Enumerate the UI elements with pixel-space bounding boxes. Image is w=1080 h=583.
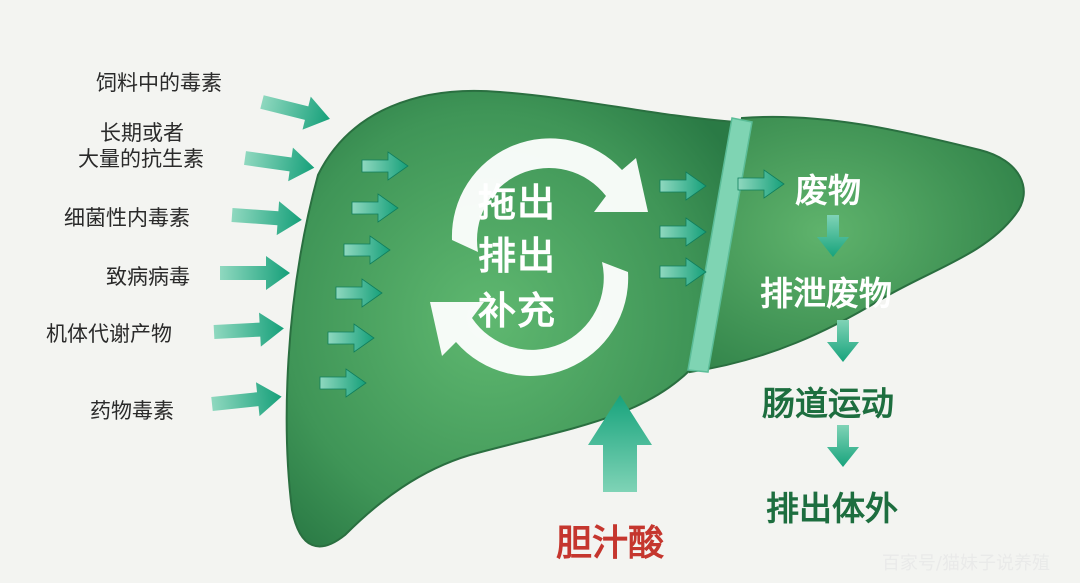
toxin-antibiotics-label-2: 大量的抗生素 xyxy=(78,147,204,171)
waste-label: 废物 xyxy=(795,171,861,210)
toxin-drugs-label: 药物毒素 xyxy=(90,399,174,423)
toxin-endotoxin-label: 细菌性内毒素 xyxy=(64,206,190,230)
input-arrow-1 xyxy=(260,95,330,130)
center-text-drag-out: 拖出 xyxy=(478,181,557,225)
center-text-supplement: 补充 xyxy=(478,289,557,333)
input-arrow-5 xyxy=(213,312,284,347)
excrete-from-body-label: 排出体外 xyxy=(766,489,898,528)
down-arrow xyxy=(827,320,859,362)
toxin-metabolites-label: 机体代谢产物 xyxy=(46,322,172,346)
toxin-virus-label: 致病病毒 xyxy=(106,265,190,289)
watermark: 百家号/猫妹子说养殖 xyxy=(881,553,1050,574)
excrete-waste-label: 排泄废物 xyxy=(760,274,892,313)
bile-acid-label: 胆汁酸 xyxy=(556,523,665,564)
center-text-discharge: 排出 xyxy=(478,234,557,278)
flow-down-arrows xyxy=(817,215,859,467)
bile-acid-arrow xyxy=(588,395,652,492)
input-arrow-6 xyxy=(211,382,282,417)
input-arrow-3 xyxy=(231,201,302,236)
circulation-arrows-icon xyxy=(430,138,648,376)
input-arrows xyxy=(211,95,330,417)
intestinal-motility-label: 肠道运动 xyxy=(762,384,894,423)
liver-ligament xyxy=(687,117,753,373)
down-arrow xyxy=(827,425,859,467)
toxin-feed-label: 饲料中的毒素 xyxy=(96,71,222,95)
toxin-antibiotics-label-1: 长期或者 xyxy=(100,121,184,145)
input-arrow-2 xyxy=(244,147,315,182)
down-arrow xyxy=(817,215,849,257)
input-arrow-4 xyxy=(220,256,290,290)
